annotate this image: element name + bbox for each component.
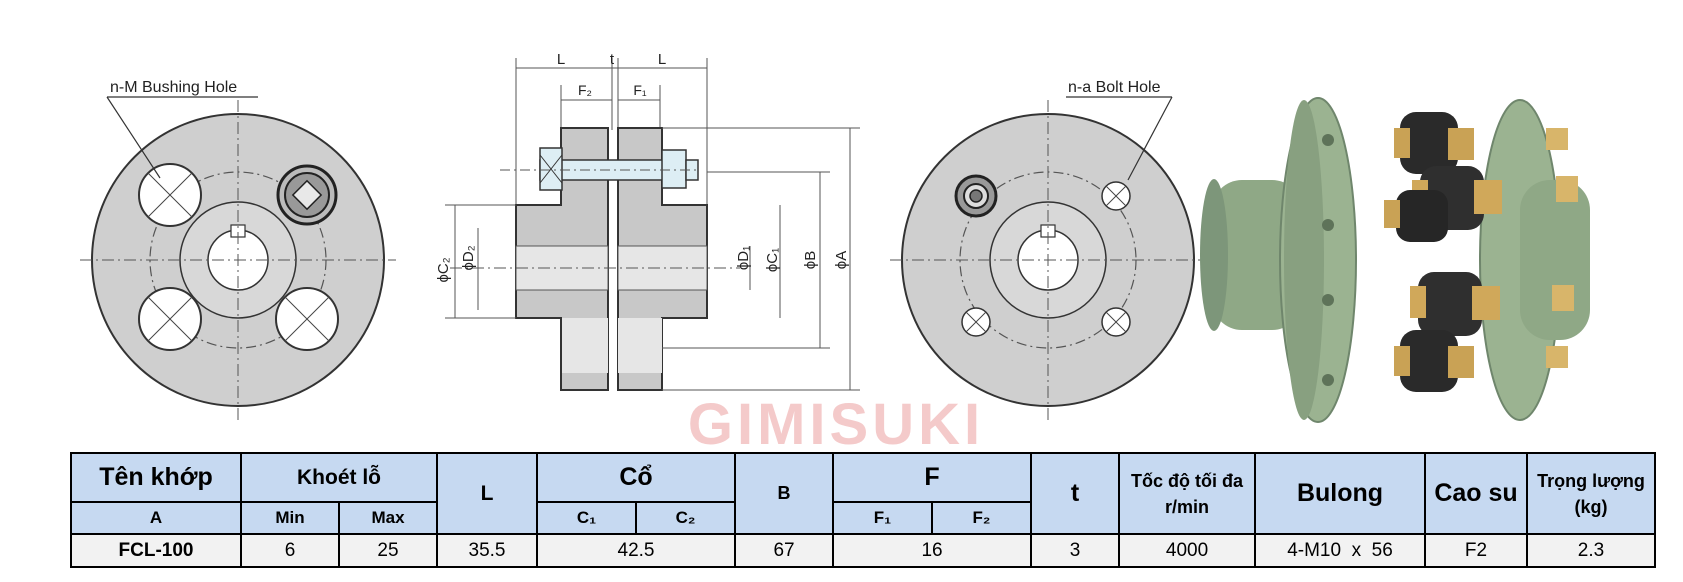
dim-d2: ϕD₂ — [460, 245, 477, 270]
header-weight: Trọng lượng (kg) — [1526, 452, 1657, 535]
header-speed-line1: Tốc độ tối đa — [1131, 470, 1244, 491]
cell-rubber: F2 — [1424, 533, 1529, 568]
header-weight-line2: (kg) — [1574, 496, 1608, 517]
dim-c1: ϕC₁ — [764, 248, 781, 272]
bushing-hole — [138, 163, 202, 227]
subheader-a: A — [70, 501, 242, 535]
header-speed: Tốc độ tối đa r/min — [1118, 452, 1257, 535]
cell-f: 16 — [832, 533, 1033, 568]
bolt-hole-label: n-a Bolt Hole — [1068, 79, 1161, 96]
bolt-head-octagon — [276, 164, 338, 226]
subheader-f1: F₁ — [832, 501, 934, 535]
bolt-nut — [954, 174, 998, 218]
bolt-hole — [1101, 181, 1131, 211]
left-flange-view: n-M Bushing Hole — [80, 79, 396, 420]
cell-weight: 2.3 — [1526, 533, 1657, 568]
cell-l: 35.5 — [436, 533, 538, 568]
cell-t: 3 — [1030, 533, 1121, 568]
coupling-photo — [1200, 97, 1590, 423]
header-f: F — [832, 452, 1033, 503]
subheader-c2: C₂ — [634, 501, 737, 535]
cell-b: 67 — [734, 533, 835, 568]
header-weight-line1: Trọng lượng — [1537, 470, 1645, 491]
bushing-hole-label: n-M Bushing Hole — [110, 79, 237, 96]
header-bolt: Bulong — [1254, 452, 1427, 535]
technical-drawing: GIMISUKI n-M Bushing — [80, 51, 1590, 450]
bushing-hole — [275, 287, 339, 351]
subheader-f2: F₂ — [931, 501, 1033, 535]
right-flange-view: n-a Bolt Hole — [890, 79, 1206, 420]
cell-model: FCL-100 — [70, 533, 242, 568]
dim-b: ϕB — [802, 251, 819, 269]
watermark-text: GIMISUKI — [688, 392, 984, 450]
header-speed-line2: r/min — [1165, 496, 1210, 517]
dim-f1: F₁ — [633, 82, 647, 98]
dim-a: ϕA — [833, 251, 850, 269]
dim-c2: ϕC₂ — [435, 257, 452, 282]
header-b: B — [734, 452, 835, 535]
header-rubber: Cao su — [1424, 452, 1529, 535]
cell-max: 25 — [338, 533, 438, 568]
rubber-bushing — [1410, 272, 1500, 336]
subheader-min: Min — [240, 501, 340, 535]
rubber-bushing — [1394, 112, 1474, 174]
dim-l-left: L — [557, 51, 565, 68]
subheader-c1: C₁ — [536, 501, 637, 535]
bushing-hole — [138, 287, 202, 351]
spec-table: Tên khớp Khoét lỗ L Cổ B F t Tốc độ tối … — [70, 452, 1657, 568]
cell-min: 6 — [240, 533, 340, 568]
bolt-hole — [961, 307, 991, 337]
dim-f2: F₂ — [578, 82, 592, 98]
rubber-bushing — [1384, 190, 1448, 242]
dim-l-right: L — [658, 51, 666, 68]
header-bore: Khoét lỗ — [240, 452, 438, 503]
cell-neck: 42.5 — [535, 533, 737, 568]
header-l: L — [436, 452, 538, 535]
cell-bolt: 4-M10 x 56 — [1254, 533, 1427, 568]
header-name: Tên khớp — [70, 452, 242, 503]
header-neck: Cổ — [535, 452, 737, 503]
rubber-bushing — [1394, 330, 1474, 392]
dim-d1: ϕD₁ — [735, 246, 752, 270]
table-row: FCL-100 6 25 35.5 42.5 67 16 3 4000 4-M1… — [70, 533, 1657, 568]
bolt-hole — [1101, 307, 1131, 337]
subheader-max: Max — [338, 501, 438, 535]
dim-t: t — [610, 51, 615, 68]
cell-speed: 4000 — [1118, 533, 1257, 568]
header-t: t — [1030, 452, 1121, 535]
section-view: L t L F₂ F₁ ϕC₂ ϕD₂ — [435, 51, 860, 391]
